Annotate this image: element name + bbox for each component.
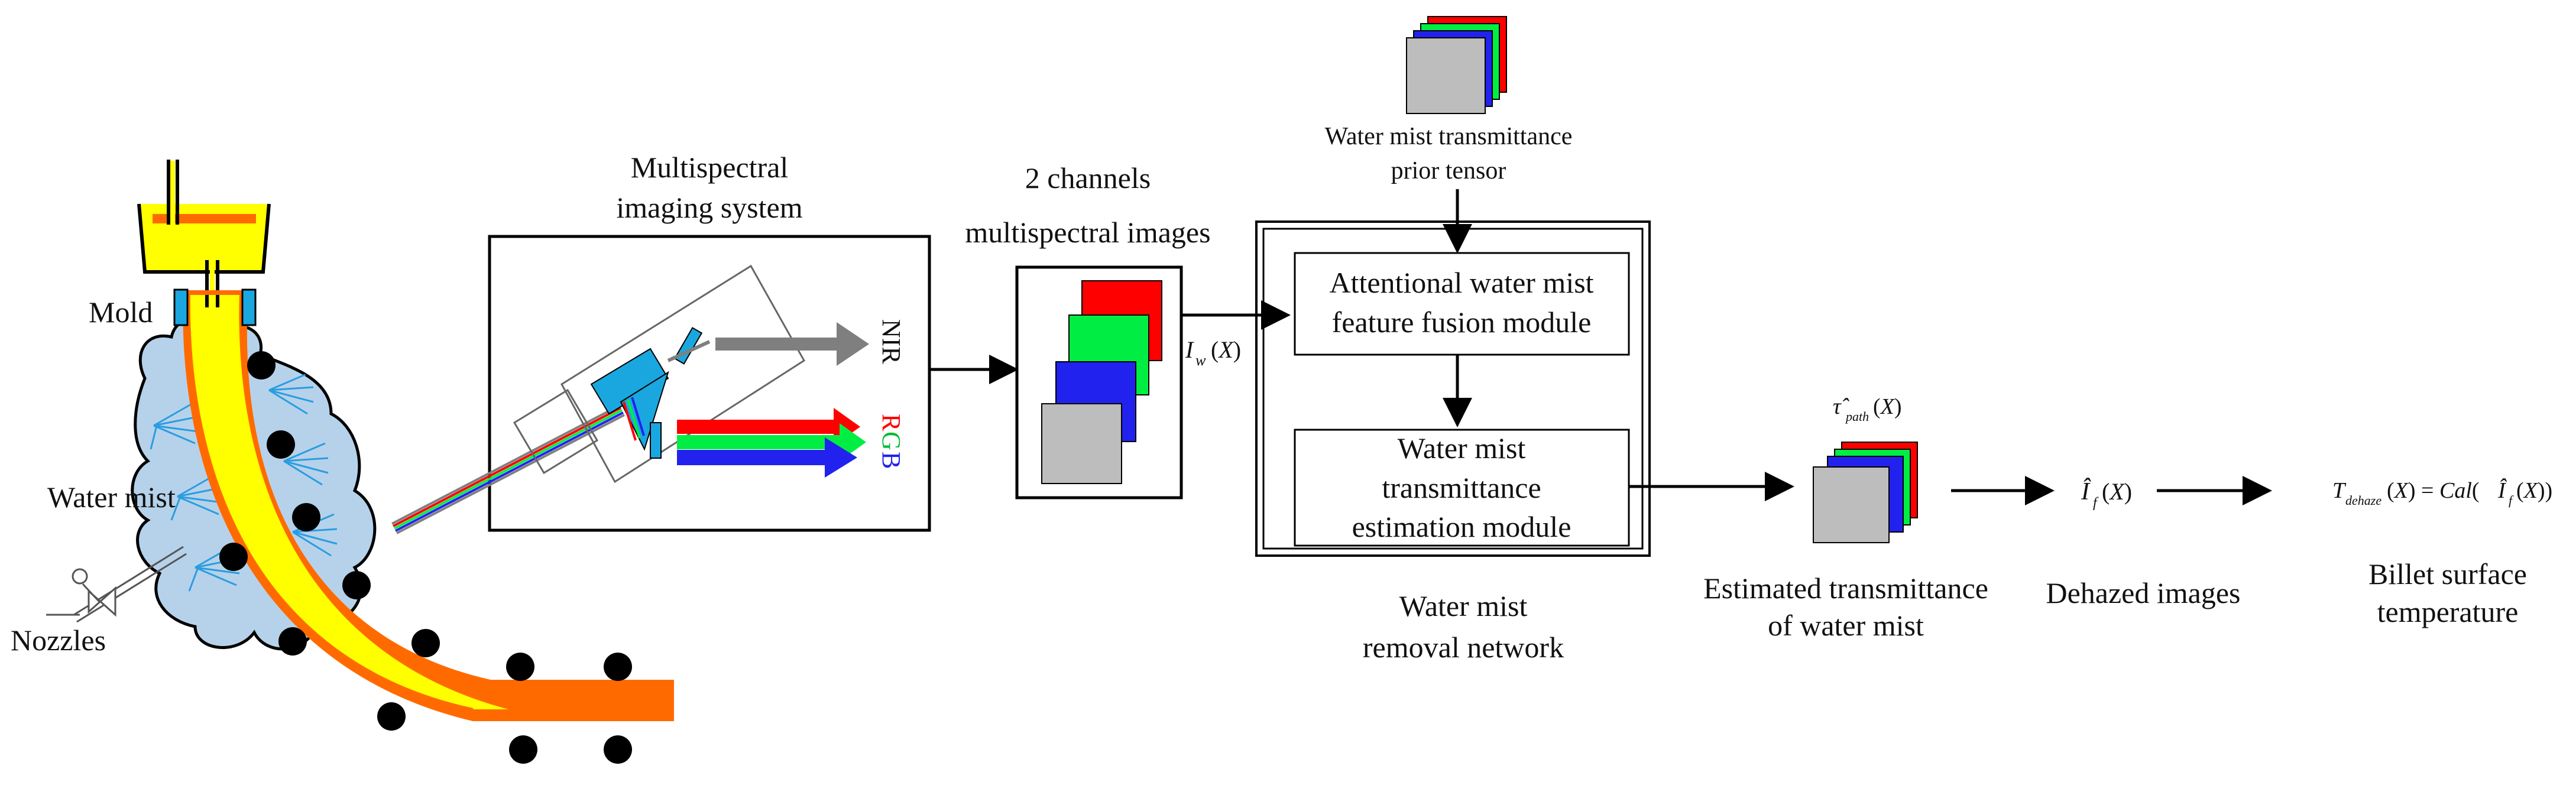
channel-image-stack <box>1041 280 1162 484</box>
transmittance-caption-line2: of water mist <box>1768 609 1924 642</box>
transmittance-caption-line1: Estimated transmittance <box>1703 572 1988 605</box>
network-caption-line1: Water mist <box>1399 589 1528 622</box>
camera-body <box>513 264 806 484</box>
svg-text:Î: Î <box>2081 478 2091 505</box>
nozzle-valve-icon <box>46 546 187 623</box>
svg-text:Î: Î <box>2497 478 2507 503</box>
network-caption-line2: removal network <box>1363 631 1564 664</box>
svg-text:w: w <box>1195 352 1206 369</box>
svg-text:dehaze: dehaze <box>2345 493 2381 508</box>
prior-tensor-stack <box>1406 16 1507 114</box>
nir-label: NIR <box>877 319 906 364</box>
mold-label: Mold <box>89 296 153 329</box>
rgb-letter-b: B <box>877 452 906 469</box>
network-outer-border <box>1255 220 1651 557</box>
transmittance-block: τ̂ path (X) Estimated transmittance of w… <box>1703 394 1988 642</box>
channels-title-line1: 2 channels <box>1025 161 1151 194</box>
svg-text:f: f <box>2509 493 2514 508</box>
prior-line2: prior tensor <box>1391 157 1506 184</box>
channels-title-line2: multispectral images <box>965 216 1210 249</box>
svg-text:T: T <box>2332 478 2347 503</box>
estimation-line1: Water mist <box>1398 432 1526 465</box>
svg-text:(X) = Cal(: (X) = Cal( <box>2387 478 2480 503</box>
incoming-light-beam <box>391 404 625 534</box>
signal-label-iw: I w (X) <box>1185 336 1241 369</box>
svg-text:(X): (X) <box>1873 394 1902 419</box>
water-mist-label: Water mist <box>47 481 176 514</box>
removal-network: Attentional water mist feature fusion mo… <box>1255 220 1651 664</box>
transmittance-stack <box>1813 442 1918 543</box>
temperature-caption-line2: temperature <box>2377 595 2519 628</box>
imaging-title-line2: imaging system <box>616 191 802 224</box>
prior-line1: Water mist transmittance <box>1325 123 1573 150</box>
svg-text:(X): (X) <box>2102 478 2132 505</box>
rgb-letter-r: R <box>877 414 906 432</box>
estimation-line3: estimation module <box>1352 510 1571 543</box>
strand-core <box>189 293 508 709</box>
temperature-caption-line1: Billet surface <box>2368 557 2527 591</box>
dehazed-symbol: Î f (X) <box>2081 478 2132 511</box>
imaging-system-box <box>488 235 931 532</box>
mold <box>137 160 271 326</box>
nozzles-label: Nozzles <box>11 624 106 657</box>
estimation-line2: transmittance <box>1382 471 1541 504</box>
channels-block: 2 channels multispectral images I w (X) <box>965 161 1241 499</box>
svg-text:f: f <box>2093 495 2099 511</box>
support-rollers <box>219 351 632 764</box>
temperature-block: T dehaze (X) = Cal( Î f (X)) Billet surf… <box>2332 478 2552 628</box>
rgb-letter-g: G <box>877 432 906 450</box>
dehazed-caption: Dehazed images <box>2046 576 2240 609</box>
fusion-line2: feature fusion module <box>1332 306 1592 339</box>
dehazed-block: Î f (X) Dehazed images <box>2046 478 2240 609</box>
temperature-formula: T dehaze (X) = Cal( Î f (X)) <box>2332 478 2552 508</box>
imaging-title-line1: Multispectral <box>631 151 789 184</box>
prior-tensor-block: Water mist transmittance prior tensor <box>1325 16 1573 184</box>
prism-icon <box>590 327 711 459</box>
rgb-arrows <box>677 408 866 478</box>
casting-process: Mold Water mist Nozzles <box>11 160 674 764</box>
imaging-system: Multispectral imaging system <box>391 151 931 534</box>
svg-text:(X): (X) <box>1211 336 1241 363</box>
svg-text:path: path <box>1845 409 1869 424</box>
fusion-line1: Attentional water mist <box>1329 266 1593 299</box>
svg-text:I: I <box>1185 336 1194 363</box>
fusion-module-box <box>1294 252 1630 356</box>
tau-label: τ̂ path (X) <box>1833 394 1902 424</box>
svg-text:(X)): (X)) <box>2516 478 2552 503</box>
